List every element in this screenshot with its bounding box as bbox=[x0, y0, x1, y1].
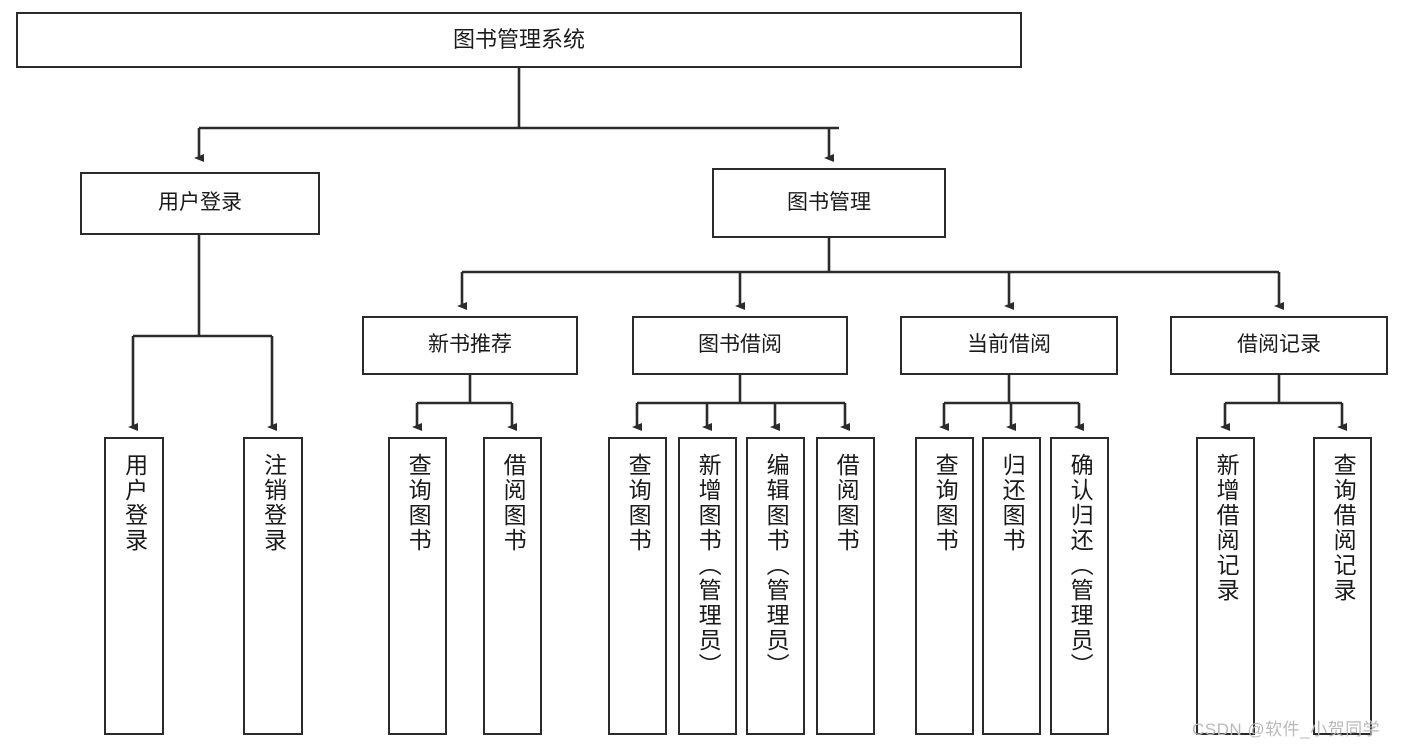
node-new-book-recommendation[interactable]: 新书推荐 bbox=[362, 316, 578, 375]
node-label: 图书管理系统 bbox=[452, 27, 585, 53]
node-leaf-logout[interactable]: 注销登录 bbox=[243, 437, 303, 735]
node-leaf-query-book-borrow[interactable]: 查询图书 bbox=[608, 437, 667, 735]
node-leaf-query-book-current[interactable]: 查询图书 bbox=[915, 437, 974, 735]
node-user-login[interactable]: 用户登录 bbox=[80, 172, 320, 235]
node-label: 新书推荐 bbox=[428, 333, 512, 357]
node-label: 查询图书 bbox=[932, 453, 959, 553]
node-label: 新增借阅记录 bbox=[1213, 453, 1240, 603]
node-borrow-records[interactable]: 借阅记录 bbox=[1170, 316, 1388, 375]
node-label: 图书借阅 bbox=[698, 333, 782, 357]
node-book-management[interactable]: 图书管理 bbox=[712, 168, 946, 238]
node-leaf-edit-book-admin[interactable]: 编辑图书（管理员） bbox=[746, 437, 805, 735]
node-leaf-user-login[interactable]: 用户登录 bbox=[104, 437, 164, 735]
node-label: 借阅记录 bbox=[1237, 333, 1321, 357]
node-label: 查询借阅记录 bbox=[1330, 453, 1357, 603]
node-label: 编辑图书（管理员） bbox=[763, 453, 790, 678]
node-leaf-add-borrow-record[interactable]: 新增借阅记录 bbox=[1196, 437, 1255, 735]
node-leaf-add-book-admin[interactable]: 新增图书（管理员） bbox=[678, 437, 737, 735]
node-label: 确认归还（管理员） bbox=[1067, 453, 1094, 678]
node-leaf-query-borrow-record[interactable]: 查询借阅记录 bbox=[1313, 437, 1372, 735]
node-leaf-borrow-book[interactable]: 借阅图书 bbox=[816, 437, 875, 735]
node-leaf-return-book[interactable]: 归还图书 bbox=[982, 437, 1041, 735]
node-current-borrow[interactable]: 当前借阅 bbox=[900, 316, 1118, 375]
node-label: 当前借阅 bbox=[967, 333, 1051, 357]
node-leaf-borrow-book-recommend[interactable]: 借阅图书 bbox=[483, 437, 542, 735]
node-leaf-query-book-recommend[interactable]: 查询图书 bbox=[388, 437, 447, 735]
node-label: 借阅图书 bbox=[833, 453, 860, 553]
node-label: 查询图书 bbox=[625, 453, 652, 553]
node-label: 用户登录 bbox=[121, 453, 148, 553]
node-label: 借阅图书 bbox=[500, 453, 527, 553]
node-label: 归还图书 bbox=[999, 453, 1026, 553]
node-label: 新增图书（管理员） bbox=[695, 453, 722, 678]
csdn-watermark: CSDN @软件_小贺同学 bbox=[1192, 720, 1381, 739]
node-root-book-management-system[interactable]: 图书管理系统 bbox=[16, 12, 1022, 68]
node-leaf-confirm-return-admin[interactable]: 确认归还（管理员） bbox=[1050, 437, 1109, 735]
node-label: 用户登录 bbox=[158, 191, 242, 215]
node-label: 图书管理 bbox=[787, 190, 871, 214]
node-label: 注销登录 bbox=[260, 453, 287, 553]
node-label: 查询图书 bbox=[405, 453, 432, 553]
node-book-borrow[interactable]: 图书借阅 bbox=[632, 316, 848, 375]
